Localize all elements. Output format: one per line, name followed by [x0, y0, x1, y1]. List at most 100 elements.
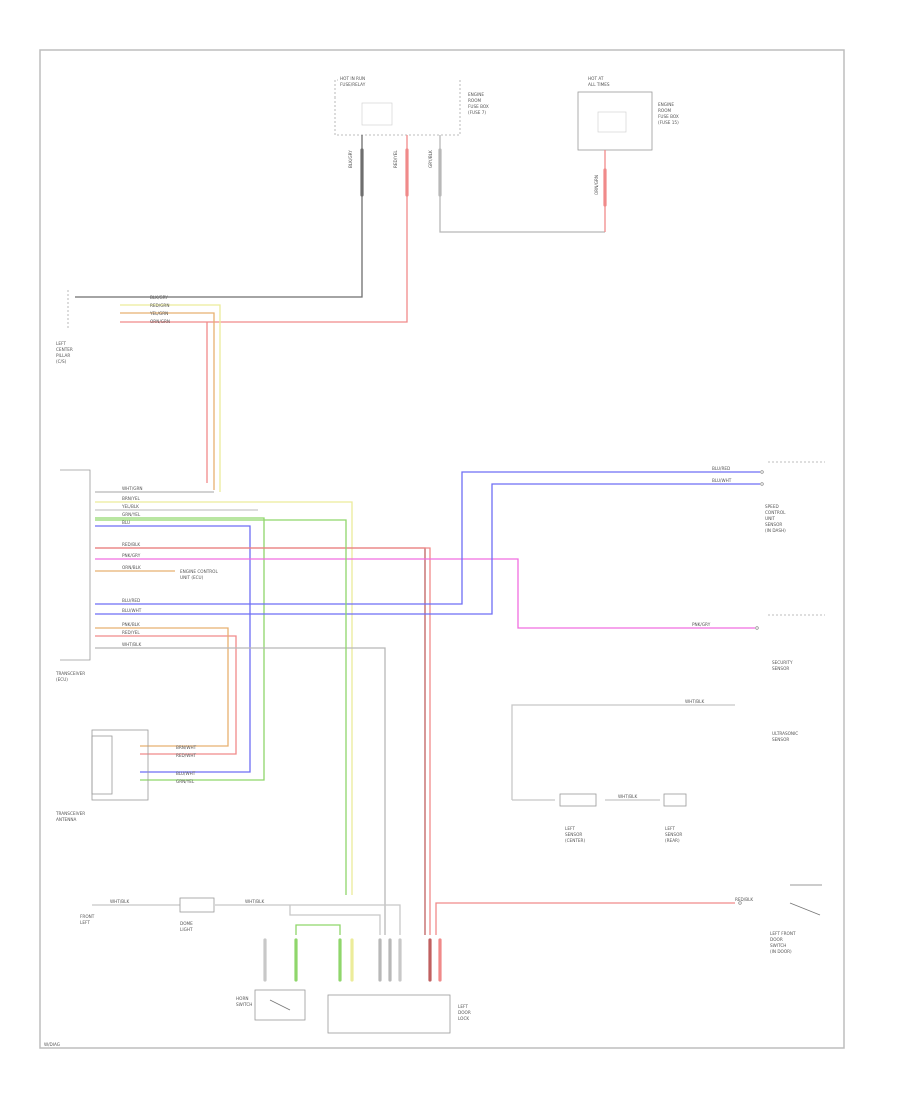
svg-text:(ECU): (ECU) [56, 677, 68, 682]
svg-text:HOT IN RUN: HOT IN RUN [340, 76, 365, 81]
svg-text:ENGINE: ENGINE [658, 102, 674, 107]
svg-text:WHT/BLK: WHT/BLK [245, 899, 264, 904]
left-pillar-module: LEFT CENTER PILLAR (C/S) BLK/GRY RED/GRN… [56, 290, 170, 364]
svg-text:SPEED: SPEED [765, 504, 779, 509]
svg-text:WHT/BLK: WHT/BLK [110, 899, 129, 904]
svg-text:DOOR: DOOR [770, 937, 783, 942]
svg-text:SENSOR: SENSOR [665, 832, 682, 837]
svg-text:PNK/GRY: PNK/GRY [122, 553, 141, 558]
svg-text:ROOM: ROOM [468, 98, 482, 103]
svg-text:UNIT (ECU): UNIT (ECU) [180, 575, 204, 580]
svg-text:ORN/BLK: ORN/BLK [122, 565, 141, 570]
diagram-frame [39, 49, 845, 1049]
svg-text:(FUSE 7): (FUSE 7) [468, 110, 486, 115]
svg-text:LIGHT: LIGHT [180, 927, 193, 932]
transceiver-ecu: TRANSCEIVER (ECU) [55, 469, 91, 682]
svg-text:LOCK: LOCK [458, 1016, 469, 1021]
svg-text:RED/BLK: RED/BLK [735, 897, 753, 902]
svg-text:BLK/GRY: BLK/GRY [150, 295, 168, 300]
svg-text:RED/WHT: RED/WHT [176, 753, 196, 758]
svg-text:BLK/GRY: BLK/GRY [348, 150, 353, 168]
svg-text:HORN: HORN [236, 996, 249, 1001]
svg-text:SWITCH: SWITCH [770, 943, 786, 948]
svg-text:BLU: BLU [122, 520, 130, 525]
ultrasonic-sensor: WHT/BLK ULTRASONIC SENSOR WHT/BLK LEFT S… [511, 699, 798, 843]
svg-text:ENGINE: ENGINE [468, 92, 484, 97]
svg-text:RED/BLK: RED/BLK [122, 542, 140, 547]
svg-text:UNIT: UNIT [765, 516, 775, 521]
horn-switch: HORN SWITCH [236, 989, 306, 1021]
svg-text:PILLAR: PILLAR [56, 353, 70, 358]
svg-text:GRY/BLK: GRY/BLK [428, 150, 433, 168]
svg-text:WHT/BLK: WHT/BLK [122, 642, 141, 647]
svg-text:RED/YEL: RED/YEL [393, 150, 398, 168]
svg-text:SECURITY: SECURITY [772, 660, 793, 665]
svg-text:RED/YEL: RED/YEL [122, 630, 140, 635]
svg-text:CENTER: CENTER [56, 347, 73, 352]
svg-text:CONTROL: CONTROL [765, 510, 786, 515]
svg-text:ENGINE CONTROL: ENGINE CONTROL [180, 569, 218, 574]
svg-text:RED/GRN: RED/GRN [150, 303, 169, 308]
svg-text:TRANSCEIVER: TRANSCEIVER [55, 671, 85, 676]
svg-text:(C/S): (C/S) [56, 359, 67, 364]
svg-text:WHT/GRN: WHT/GRN [122, 486, 143, 491]
svg-text:BLU/RED: BLU/RED [122, 598, 140, 603]
svg-text:ULTRASONIC: ULTRASONIC [772, 731, 798, 736]
svg-text:LEFT: LEFT [80, 920, 90, 925]
svg-text:(IN DASH): (IN DASH) [765, 528, 786, 533]
svg-text:FRONT: FRONT [80, 914, 95, 919]
svg-text:YEL/BLK: YEL/BLK [121, 504, 139, 509]
svg-text:ROOM: ROOM [658, 108, 672, 113]
svg-text:ORN/GRN: ORN/GRN [594, 175, 599, 195]
footer-label: W/DIAG [44, 1042, 60, 1047]
svg-text:DOOR: DOOR [458, 1010, 471, 1015]
svg-text:BRN/YEL: BRN/YEL [122, 496, 141, 501]
left-door-lock: LEFT DOOR LOCK [327, 994, 471, 1034]
svg-text:GRN/YEL: GRN/YEL [176, 779, 195, 784]
svg-text:YEL/GRN: YEL/GRN [149, 311, 168, 316]
svg-text:FUSE/RELAY: FUSE/RELAY [340, 82, 366, 87]
svg-text:BLU/WHT: BLU/WHT [712, 478, 732, 483]
bottom-wires: WHT/BLK WHT/BLK RED/BLK FRONT LEFT DOME … [80, 897, 753, 935]
svg-text:PNK/BLK: PNK/BLK [122, 622, 140, 627]
speed-control-sensor: BLU/RED BLU/WHT SPEED CONTROL UNIT SENSO… [712, 461, 825, 533]
svg-text:(IN DOOR): (IN DOOR) [770, 949, 792, 954]
svg-text:FUSE BOX: FUSE BOX [468, 104, 489, 109]
svg-text:WHT/BLK: WHT/BLK [618, 794, 637, 799]
svg-text:DOME: DOME [180, 921, 193, 926]
svg-text:LEFT FRONT: LEFT FRONT [770, 931, 796, 936]
engine-fuse-box: HOT IN RUN FUSE/RELAY ENGINE ROOM FUSE B… [334, 76, 489, 136]
svg-text:(REAR): (REAR) [665, 838, 680, 843]
svg-text:HOT AT: HOT AT [588, 76, 604, 81]
svg-text:LEFT: LEFT [665, 826, 675, 831]
svg-text:PNK/GRY: PNK/GRY [692, 622, 711, 627]
svg-text:BLU/WHT: BLU/WHT [122, 608, 142, 613]
main-wire-labels: WHT/GRN BRN/YEL YEL/BLK GRN/YEL BLU RED/… [121, 486, 218, 647]
svg-text:SENSOR: SENSOR [565, 832, 582, 837]
svg-text:BLU/WHT: BLU/WHT [176, 771, 196, 776]
svg-text:BLU/RED: BLU/RED [712, 466, 730, 471]
svg-text:SENSOR: SENSOR [772, 666, 789, 671]
svg-text:FUSE BOX: FUSE BOX [658, 114, 679, 119]
svg-text:ORN/GRN: ORN/GRN [150, 319, 170, 324]
main-wires [95, 471, 760, 935]
svg-text:ANTENNA: ANTENNA [56, 817, 76, 822]
security-sensor: PNK/GRY SECURITY SENSOR [692, 614, 825, 671]
svg-text:LEFT: LEFT [565, 826, 575, 831]
svg-text:SWITCH: SWITCH [236, 1002, 252, 1007]
svg-text:GRN/YEL: GRN/YEL [122, 512, 141, 517]
svg-text:SENSOR: SENSOR [772, 737, 789, 742]
svg-text:SENSOR: SENSOR [765, 522, 782, 527]
svg-text:ALL TIMES: ALL TIMES [588, 82, 610, 87]
svg-text:WHT/BLK: WHT/BLK [685, 699, 704, 704]
svg-text:TRANSCEIVER: TRANSCEIVER [55, 811, 85, 816]
transceiver-antenna: TRANSCEIVER ANTENNA BRN/WHT RED/WHT BLU/… [55, 729, 197, 822]
svg-text:(FUSE 15): (FUSE 15) [658, 120, 679, 125]
svg-text:BRN/WHT: BRN/WHT [176, 745, 197, 750]
left-front-door-switch: LEFT FRONT DOOR SWITCH (IN DOOR) [738, 884, 822, 954]
svg-text:LEFT: LEFT [56, 341, 66, 346]
svg-text:LEFT: LEFT [458, 1004, 468, 1009]
svg-text:(CENTER): (CENTER) [565, 838, 585, 843]
battery-fuse-box: HOT AT ALL TIMES ENGINE ROOM FUSE BOX (F… [577, 76, 679, 151]
